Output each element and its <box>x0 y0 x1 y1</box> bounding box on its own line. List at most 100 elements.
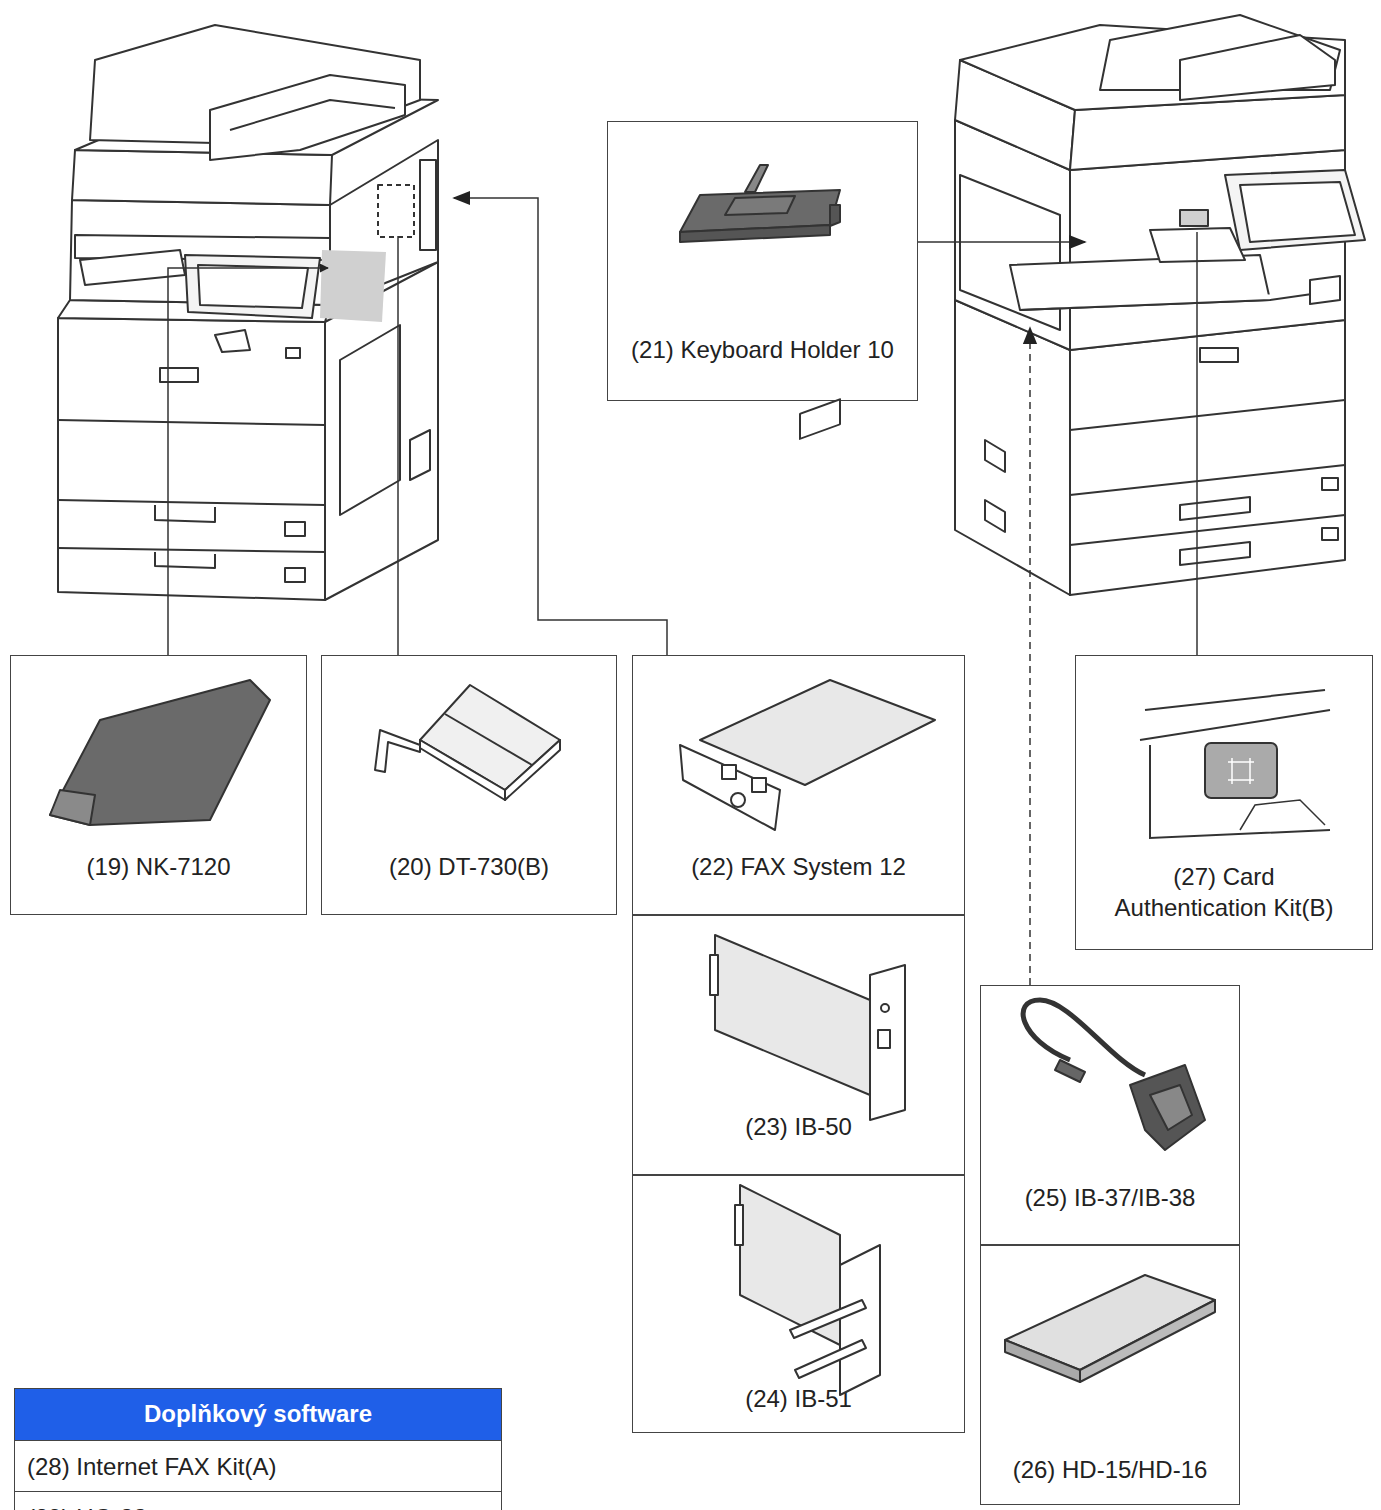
usb-cable-icon <box>1150 1085 1192 1130</box>
option-box: (26) HD-15/HD-16 <box>980 1245 1240 1505</box>
printer-illustration <box>285 568 305 582</box>
option-box: (19) NK-7120 <box>10 655 307 915</box>
holder-icon <box>830 205 840 226</box>
hard-disk-icon <box>1005 1275 1215 1382</box>
printer-illustration <box>80 250 185 285</box>
printer-illustration <box>1180 497 1250 520</box>
printer-illustration <box>1322 528 1338 540</box>
leader-line <box>918 241 1085 243</box>
printer-illustration <box>285 522 305 536</box>
option-label: (20) DT-730(B) <box>329 851 609 882</box>
printer-illustration <box>1070 95 1345 170</box>
keypad-icon <box>0 680 270 825</box>
printer-illustration <box>1150 228 1245 262</box>
keypad-icon <box>50 790 95 825</box>
option-label: (29) UG-33 <box>27 1502 495 1510</box>
printer-illustration <box>1020 290 1340 310</box>
leader-line <box>1029 328 1031 985</box>
network-board-icon <box>710 955 718 995</box>
leader-line <box>168 198 1197 985</box>
tray-icon <box>420 685 560 790</box>
printer-illustration <box>955 60 1075 170</box>
tray-icon <box>375 730 420 772</box>
printer-illustration <box>1070 150 1345 350</box>
printer-illustration <box>1070 320 1345 595</box>
fax-board-icon <box>752 778 766 792</box>
table-row: (28) Internet FAX Kit(A) <box>14 1441 502 1492</box>
option-label: (22) FAX System 12 <box>640 851 957 882</box>
printer-illustration <box>1010 255 1270 310</box>
keypad-icon <box>50 680 270 825</box>
printer-illustration <box>1070 465 1345 495</box>
printer-illustration <box>1322 478 1338 490</box>
leader-line <box>168 268 328 655</box>
fax-board-icon <box>800 399 840 439</box>
printer-illustration <box>58 300 330 322</box>
option-box: (23) IB-50 <box>632 915 965 1175</box>
printer-illustration <box>75 95 438 155</box>
hard-disk-icon <box>1005 1275 1215 1370</box>
holder-icon <box>725 196 795 215</box>
card-reader-icon <box>1240 800 1325 830</box>
table-row: (29) UG-33 <box>14 1492 502 1510</box>
printer-illustration <box>1100 15 1340 90</box>
wireless-board-icon <box>735 1205 743 1245</box>
wireless-board-icon <box>840 1245 880 1395</box>
network-board-icon <box>710 935 905 1120</box>
option-label: (26) HD-15/HD-16 <box>988 1454 1232 1485</box>
option-label: (21) Keyboard Holder 10 <box>615 334 910 365</box>
wireless-board-icon <box>790 1300 866 1338</box>
printer-illustration <box>198 265 308 308</box>
option-box: (24) IB-51 <box>632 1175 965 1433</box>
printer-illustration <box>155 505 215 522</box>
printer-illustration <box>410 430 430 480</box>
card-reader-icon <box>1140 690 1330 838</box>
printer-illustration <box>420 160 436 250</box>
leader-line <box>454 198 667 655</box>
hard-disk-icon <box>1080 1300 1215 1382</box>
option-box: (20) DT-730(B) <box>321 655 617 915</box>
holder-icon <box>745 165 768 192</box>
printer-illustration <box>960 25 1345 110</box>
printer-illustration <box>1180 35 1335 100</box>
network-board-icon <box>870 965 905 1120</box>
printer-illustration <box>215 330 250 352</box>
printer-illustration <box>1070 515 1345 545</box>
network-board-icon <box>715 935 870 1095</box>
printer-illustration <box>1225 170 1365 250</box>
fax-board-icon <box>680 745 780 830</box>
fax-board-icon <box>731 793 745 807</box>
table-heading: Doplňkový software <box>15 1389 501 1441</box>
printer-illustration <box>955 300 1070 595</box>
tray-icon <box>420 740 505 800</box>
usb-cable-icon <box>1023 1000 1205 1150</box>
card-reader-icon <box>1140 710 1330 740</box>
printer-illustration <box>1070 400 1345 430</box>
printer-illustration <box>70 200 330 305</box>
printer-illustration <box>185 255 320 318</box>
tray-icon <box>375 685 560 800</box>
option-label: (24) IB-51 <box>640 1383 957 1414</box>
leader-line <box>1196 232 1198 655</box>
hard-disk-icon <box>1005 1340 1080 1382</box>
option-label: (19) NK-7120 <box>18 851 299 882</box>
printer-illustration <box>160 368 198 382</box>
printer-illustration <box>90 25 420 145</box>
printer-illustration <box>955 120 1070 350</box>
printer-illustration <box>286 348 300 358</box>
printer-illustration <box>58 548 325 552</box>
tray-icon <box>505 740 560 800</box>
printer-illustration <box>985 440 1005 472</box>
printer-illustration <box>1200 348 1238 362</box>
holder-icon <box>680 190 840 232</box>
printer-illustration <box>960 175 1060 330</box>
printer-illustration <box>1240 182 1355 242</box>
holder-icon <box>680 225 830 242</box>
printer-illustration <box>325 262 438 600</box>
card-reader-icon <box>1205 743 1277 798</box>
printer-illustration <box>1180 542 1250 565</box>
usb-cable-icon <box>1023 1000 1145 1075</box>
